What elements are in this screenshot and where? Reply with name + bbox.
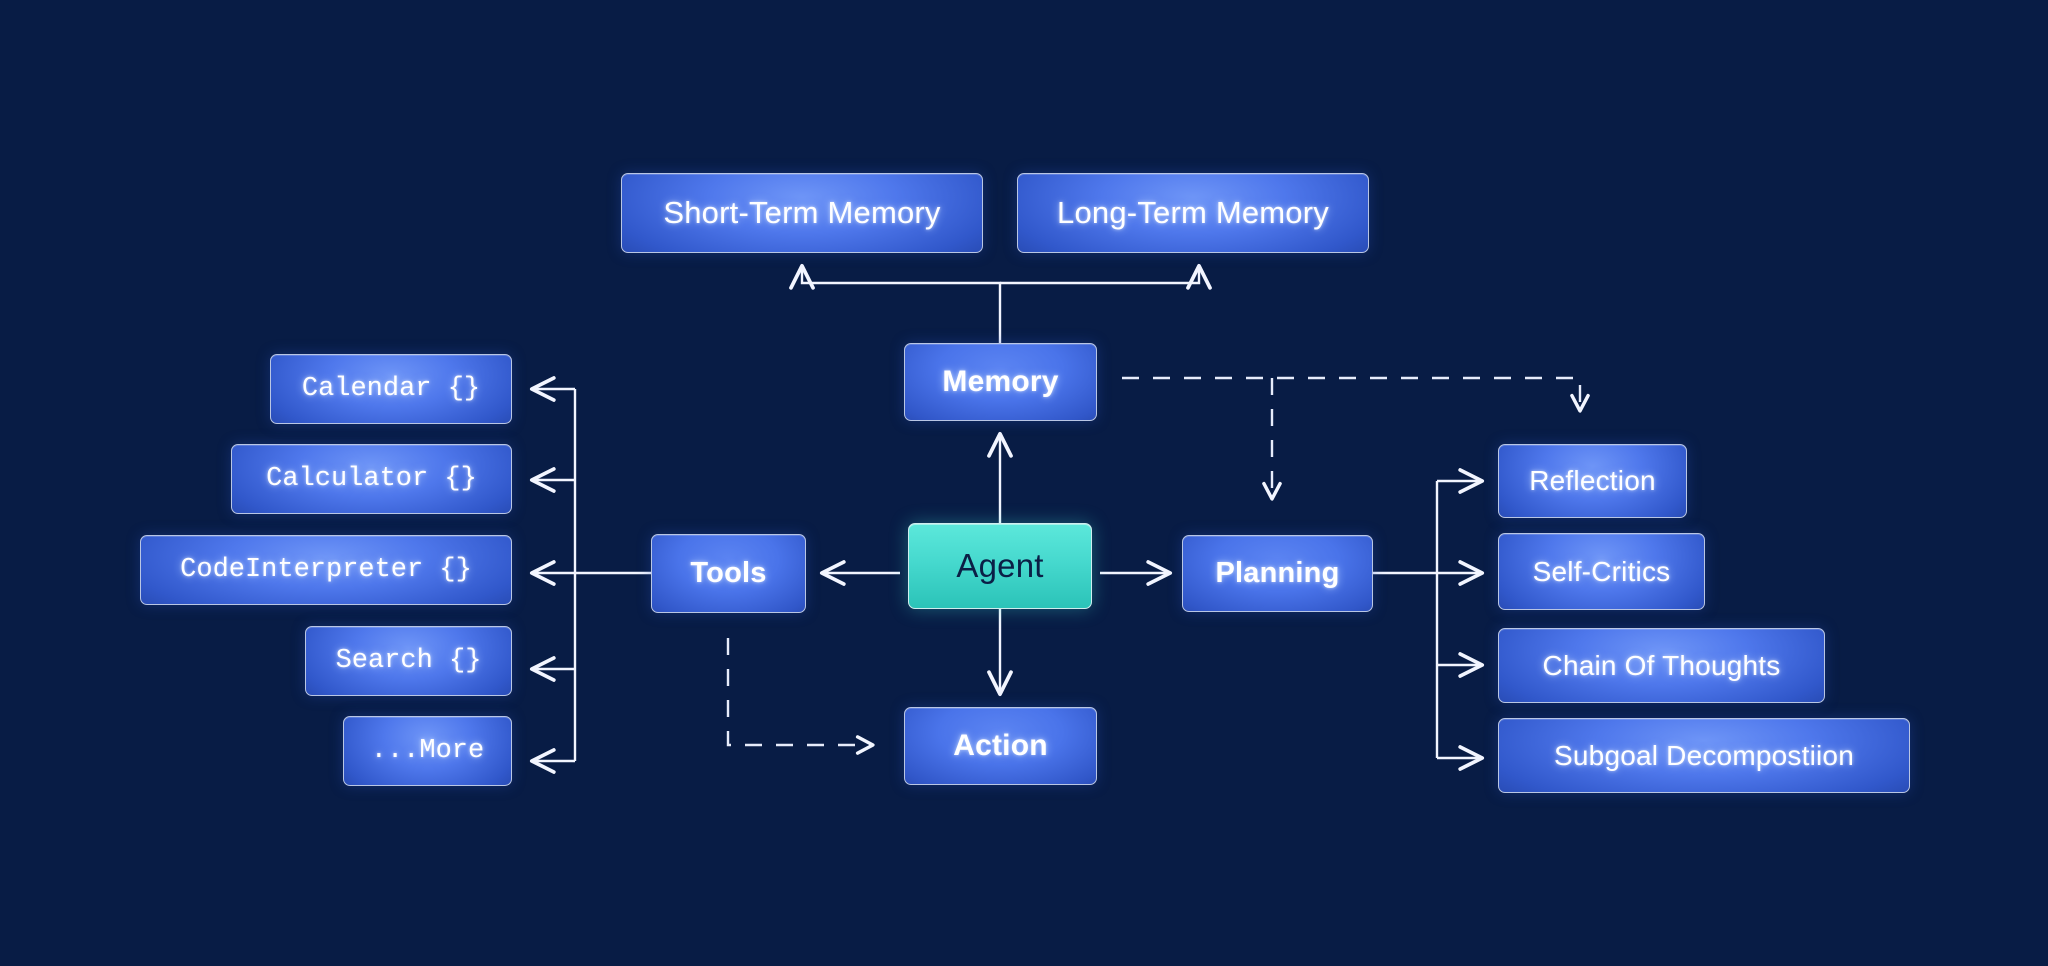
node-planning[interactable]: Planning <box>1182 535 1373 612</box>
node-tool-more[interactable]: ...More <box>343 716 512 786</box>
node-agent[interactable]: Agent <box>908 523 1092 609</box>
edge-memory-to-reflection-dashed <box>1122 376 1590 413</box>
node-short-term-memory[interactable]: Short-Term Memory <box>621 173 983 253</box>
node-planning-self-critics[interactable]: Self-Critics <box>1498 533 1705 610</box>
node-planning-reflection[interactable]: Reflection <box>1498 444 1687 518</box>
node-action[interactable]: Action <box>904 707 1097 785</box>
edge-tools-to-action-dashed <box>726 638 875 755</box>
node-planning-subgoal-decomposition[interactable]: Subgoal Decompostiion <box>1498 718 1910 793</box>
node-tools[interactable]: Tools <box>651 534 806 613</box>
node-tool-calculator[interactable]: Calculator {} <box>231 444 512 514</box>
node-tool-search[interactable]: Search {} <box>305 626 512 696</box>
node-long-term-memory[interactable]: Long-Term Memory <box>1017 173 1369 253</box>
edge-memory-to-long-term <box>1000 263 1212 290</box>
node-planning-chain-of-thoughts[interactable]: Chain Of Thoughts <box>1498 628 1825 703</box>
node-tool-codeinterpreter[interactable]: CodeInterpreter {} <box>140 535 512 605</box>
edge-memory-to-short-term <box>789 263 1002 343</box>
node-tool-calendar[interactable]: Calendar {} <box>270 354 512 424</box>
node-memory[interactable]: Memory <box>904 343 1097 421</box>
